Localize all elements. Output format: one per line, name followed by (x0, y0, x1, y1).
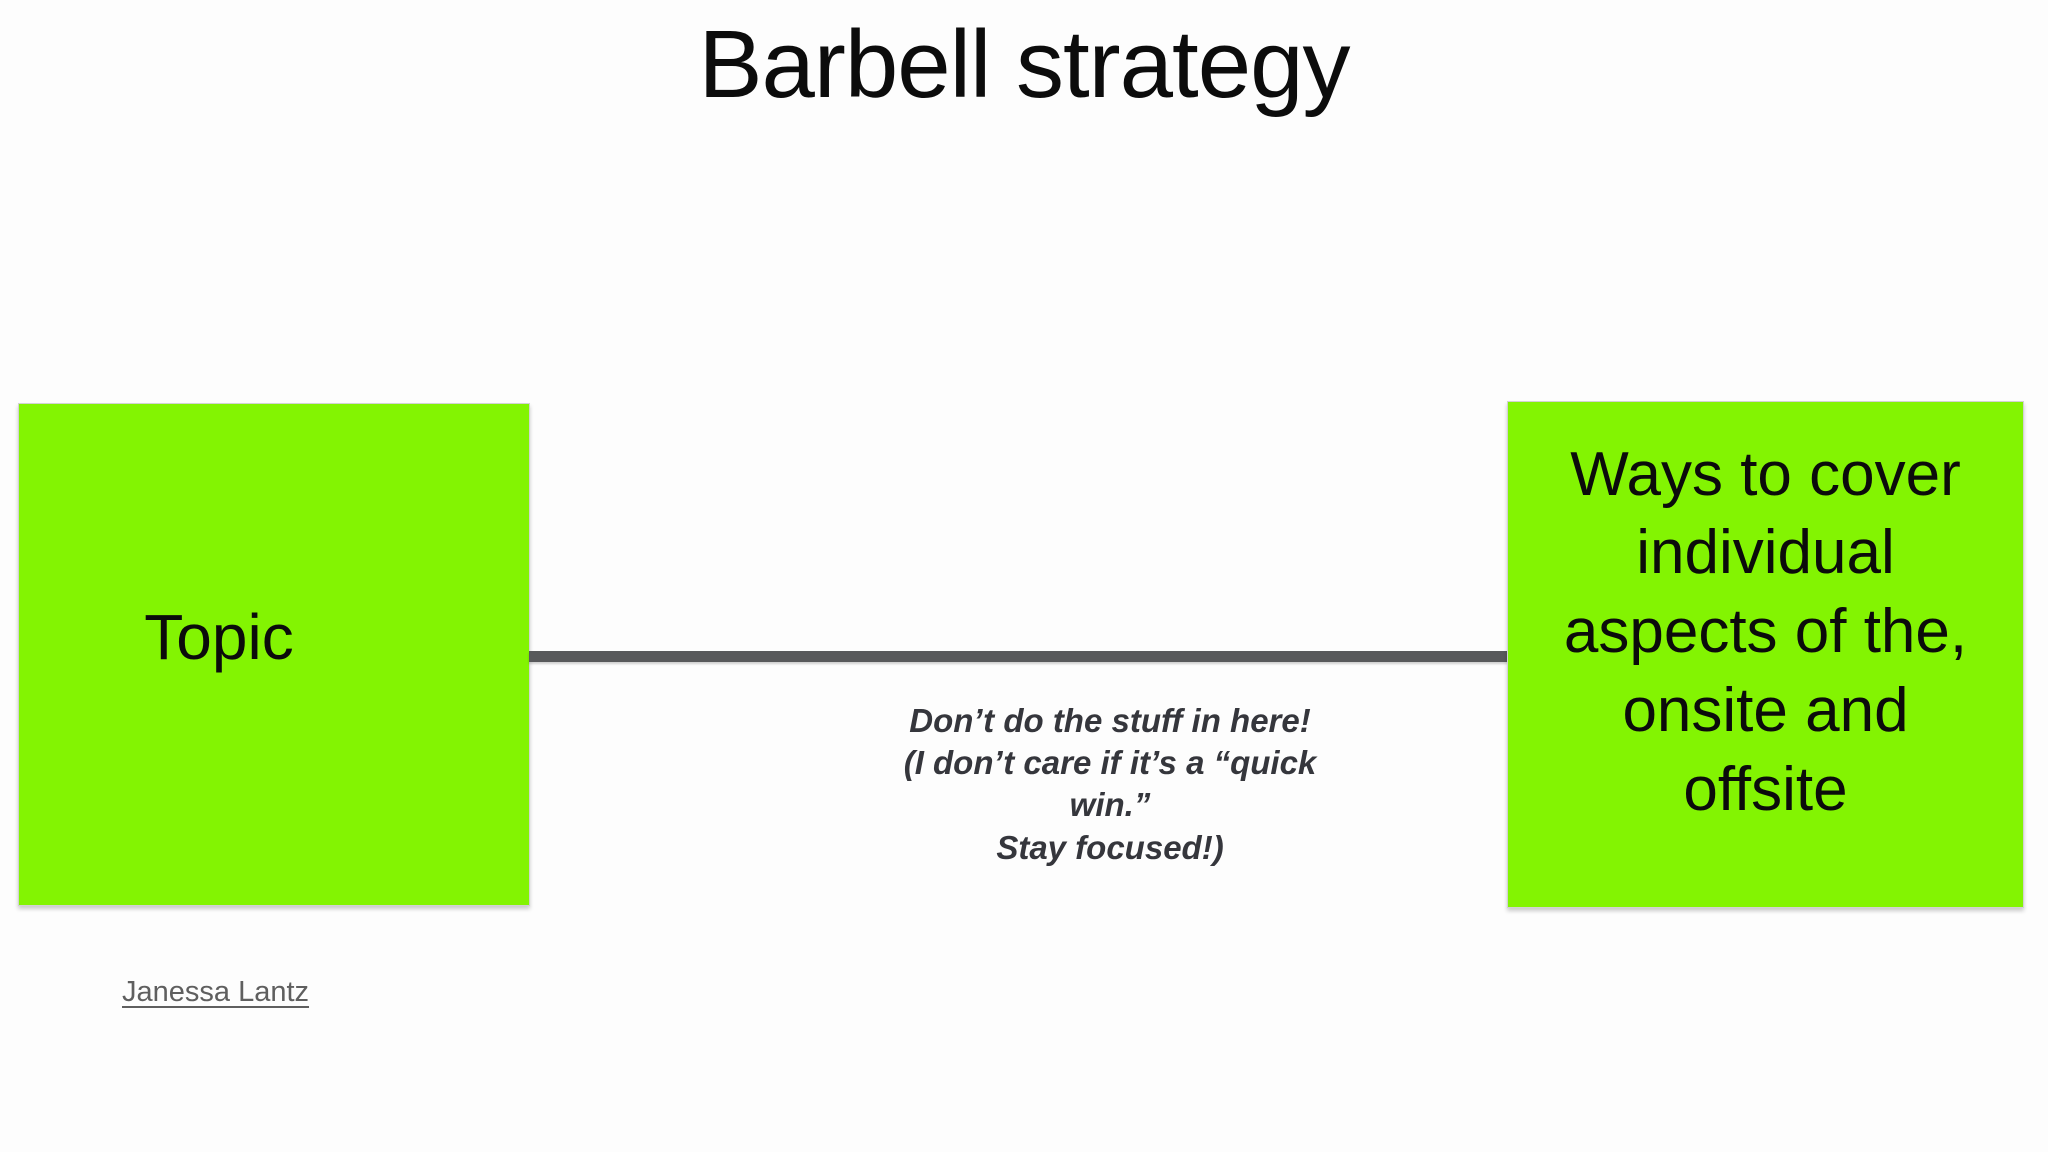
slide-title: Barbell strategy (698, 11, 1351, 118)
left-box-label: Topic (144, 600, 294, 673)
bar-annotation-text: Don’t do the stuff in here! (I don’t car… (903, 702, 1317, 866)
attribution-link[interactable]: Janessa Lantz (122, 976, 310, 1008)
right-ways-box: Ways to cover individual aspects of the,… (1507, 401, 2024, 908)
left-topic-box: Topic (18, 403, 530, 906)
barbell-bar-connector (529, 651, 1508, 662)
right-box-label: Ways to cover individual aspects of the,… (1563, 439, 1968, 824)
